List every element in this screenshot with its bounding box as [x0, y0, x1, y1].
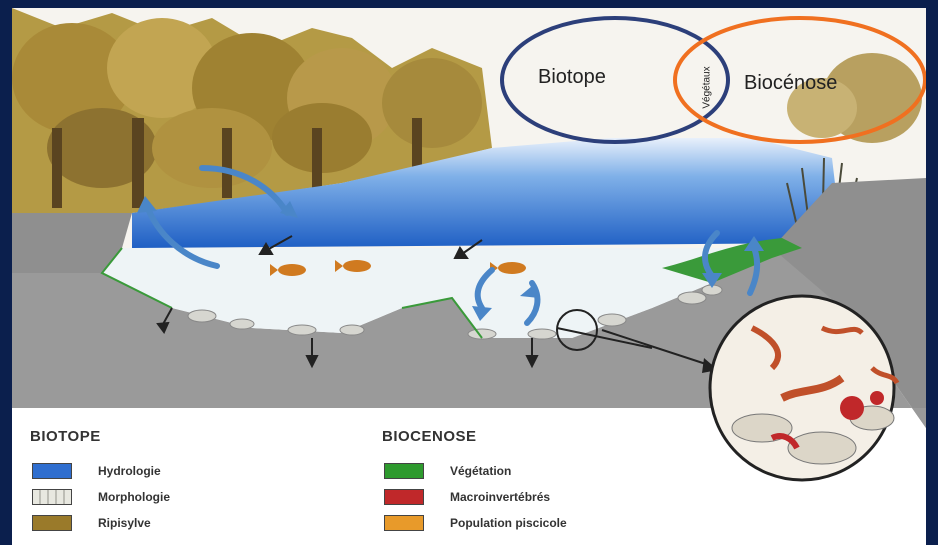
illustration-panel: Biotope Biocénose Végétaux BIOTOPE BIOCE…	[12, 8, 926, 545]
morphologie-swatch	[32, 489, 72, 505]
legend-biotope-title: BIOTOPE	[30, 428, 101, 445]
legend-label: Macroinvertébrés	[450, 490, 550, 504]
fish	[498, 262, 526, 274]
vegetation-swatch	[384, 463, 424, 479]
legend-label: Population piscicole	[450, 516, 567, 530]
vegetaux-label: Végétaux	[702, 63, 713, 113]
fish	[278, 264, 306, 276]
legend-item-hydrologie: Hydrologie	[32, 463, 161, 479]
legend-label: Morphologie	[98, 490, 170, 504]
legend-item-ripisylve: Ripisylve	[32, 515, 151, 531]
macroinvertebrates-zoom	[710, 296, 897, 480]
ripisylve-swatch	[32, 515, 72, 531]
legend-biocenose-title: BIOCENOSE	[382, 428, 477, 445]
biocenose-label: Biocénose	[744, 72, 837, 95]
legend-item-morphologie: Morphologie	[32, 489, 170, 505]
population-piscicole-swatch	[384, 515, 424, 531]
hydrologie-swatch	[32, 463, 72, 479]
legend-label: Hydrologie	[98, 464, 161, 478]
macroinvertebres-swatch	[384, 489, 424, 505]
fish	[343, 260, 371, 272]
legend-label: Végétation	[450, 464, 511, 478]
legend-item-population-piscicole: Population piscicole	[384, 515, 567, 531]
biotope-label: Biotope	[538, 66, 606, 89]
legend-label: Ripisylve	[98, 516, 151, 530]
legend-item-vegetation: Végétation	[384, 463, 511, 479]
legend-item-macroinvertebres: Macroinvertébrés	[384, 489, 550, 505]
